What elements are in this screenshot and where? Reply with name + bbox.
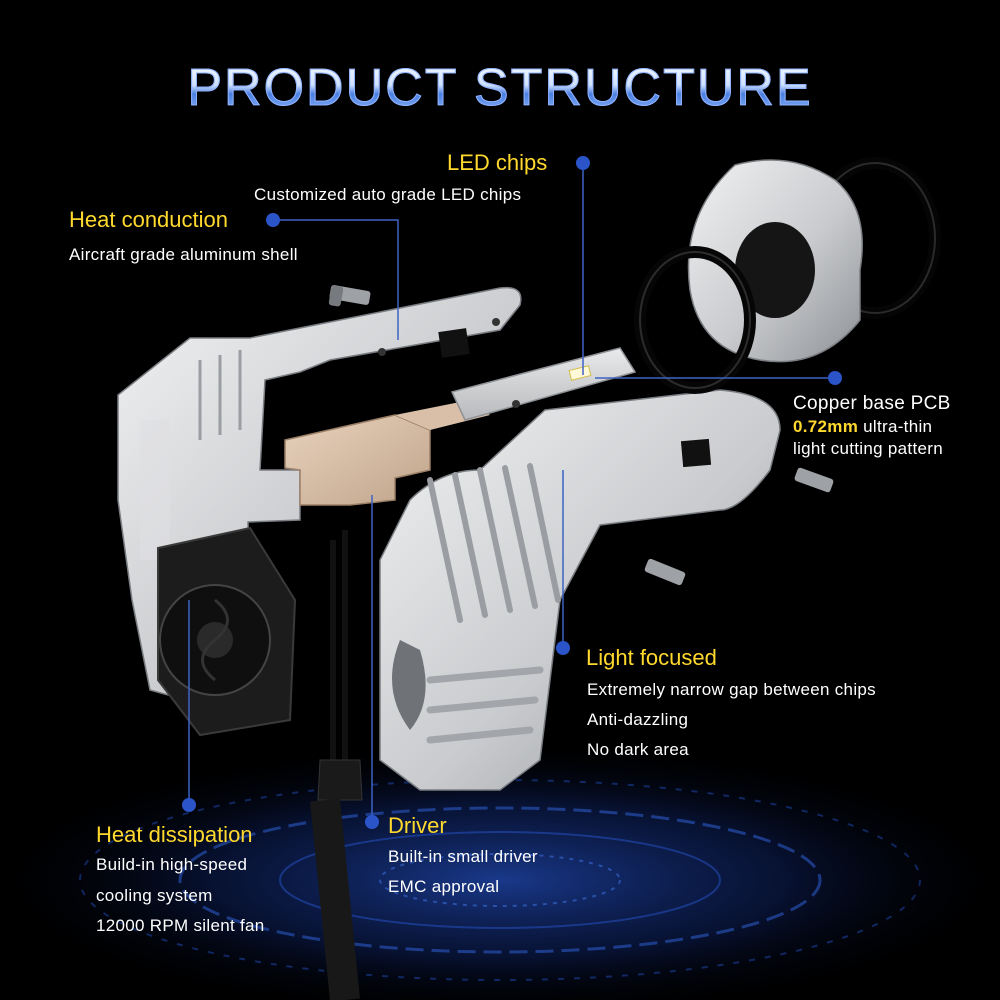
- mounting-base: [634, 157, 941, 394]
- heat-dissipation-line1: Build-in high-speed: [96, 855, 248, 874]
- light-focused-heading: Light focused: [586, 645, 717, 670]
- led-chips-text: Customized auto grade LED chips: [254, 185, 522, 204]
- heat-dissipation-heading: Heat dissipation: [96, 822, 253, 847]
- page-title: PRODUCT STRUCTURE: [0, 58, 1000, 118]
- copper-pcb: [450, 347, 637, 421]
- heat-dissipation-line3: 12000 RPM silent fan: [96, 916, 265, 935]
- screw-right-top: [794, 467, 834, 493]
- leader-lines: [188, 163, 835, 822]
- power-cable: [310, 530, 363, 1000]
- copper-pcb-heading: Copper base PCB: [793, 393, 951, 414]
- leader-dots: [182, 156, 842, 829]
- led-heatsink-body: [379, 389, 781, 791]
- copper-pcb-line2: light cutting pattern: [793, 439, 943, 458]
- heat-conduction-text: Aircraft grade aluminum shell: [69, 245, 298, 264]
- cooling-fan: [157, 526, 297, 737]
- heat-dissipation-line2: cooling system: [96, 886, 213, 905]
- driver-line2: EMC approval: [388, 877, 500, 896]
- led-chips-heading: LED chips: [447, 150, 548, 175]
- driver-heading: Driver: [388, 813, 447, 838]
- screw-left: [328, 285, 371, 307]
- light-focused-line2: Anti-dazzling: [587, 710, 689, 729]
- light-focused-line1: Extremely narrow gap between chips: [587, 680, 876, 699]
- heat-conduction-heading: Heat conduction: [69, 207, 228, 232]
- copper-pcb-highlight: 0.72mm: [793, 417, 859, 436]
- copper-pcb-line1-rest: ultra-thin: [858, 417, 933, 436]
- glow-floor: [0, 740, 1000, 1000]
- copper-pcb-line1: 0.72mm ultra-thin: [793, 417, 932, 437]
- screw-right-bottom: [644, 558, 686, 586]
- driver-line1: Built-in small driver: [388, 847, 538, 866]
- light-focused-line3: No dark area: [587, 740, 689, 759]
